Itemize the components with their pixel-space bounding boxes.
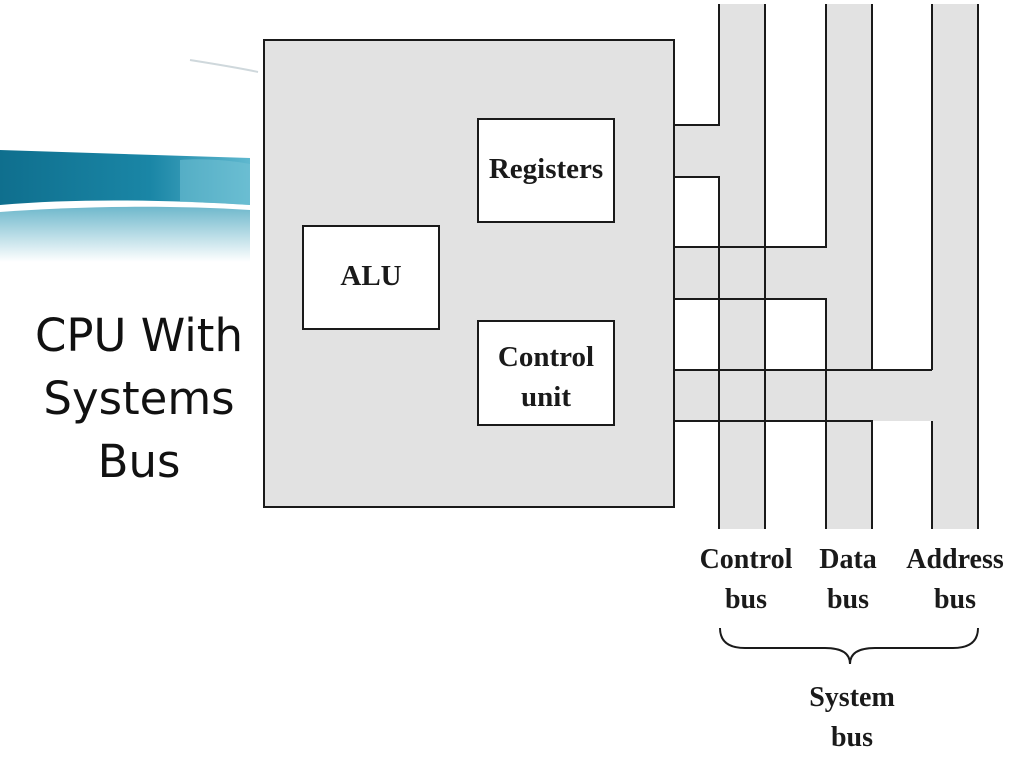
cpu-block (263, 39, 675, 508)
system-bus-brace (719, 627, 979, 665)
data-bus-column (826, 4, 872, 529)
data-bus-label-line: Data (819, 544, 877, 575)
address-bus-label-line: bus (934, 584, 976, 615)
slide-title-line: CPU With (35, 309, 243, 362)
cpu-to-address-bus-connector (674, 370, 932, 421)
system-bus-label-line: bus (831, 722, 873, 753)
alu-label: ALU (340, 260, 401, 292)
control-unit-label-line: Control (498, 341, 594, 373)
slide-title-line: Systems (43, 372, 235, 425)
registers-label: Registers (489, 153, 603, 185)
control-bus-label-line: Control (700, 544, 793, 575)
slide-title: CPU With Systems Bus (0, 304, 278, 493)
control-bus-label-line: bus (725, 584, 767, 615)
slide-title-line: Bus (97, 435, 181, 488)
control-unit-label-line: unit (521, 381, 571, 413)
bus-outlines (674, 4, 979, 529)
cpu-to-data-bus-connector (674, 247, 826, 299)
control-unit-block (477, 320, 615, 426)
decorative-swoosh (0, 59, 259, 262)
alu-block (302, 225, 440, 330)
address-bus-label-line: Address (906, 544, 1004, 575)
registers-block (477, 118, 615, 223)
address-bus-column (932, 4, 978, 529)
system-bus-label-line: System (809, 682, 895, 713)
data-bus-label-line: bus (827, 584, 869, 615)
cpu-to-control-bus-connector (674, 125, 719, 177)
